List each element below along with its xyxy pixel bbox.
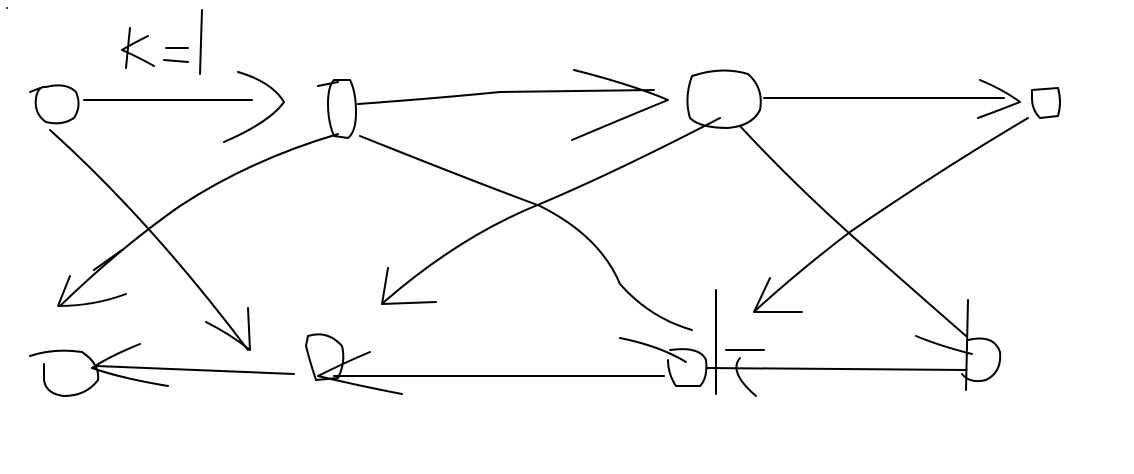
edge-top1-to-bottom2 [49,129,249,351]
node-bottom-2 [305,333,345,381]
edge-top2-to-bottom3 [359,135,693,331]
node-top-1 [29,84,80,125]
arrowhead-top3 [571,69,669,141]
node-top-2 [317,79,357,139]
arrowhead-bottom1-from-top2-mark [93,249,123,271]
node-bottom-1 [29,349,100,397]
arrowhead-bottom3-from-top2-curve [619,337,687,363]
node-bottom-4 [961,337,1002,383]
arrowhead-bottom3-from-top4 [753,277,803,313]
arrowhead-bottom2 [317,351,403,395]
node-top-4 [1031,87,1061,119]
edge-bottom3-to-bottom4 [705,367,967,371]
arrowhead-bottom1 [91,343,169,387]
edge-top2-to-top3 [357,89,655,105]
edge-top3-to-bottom4 [739,125,967,337]
arrowhead-bottom4 [915,335,973,355]
arrowhead-bottom4-from-top3 [965,299,969,391]
stray-dot [6,7,8,9]
arrowhead-top2 [223,71,285,143]
arrowhead-bottom1-from-top2 [57,275,127,307]
node-top-3 [686,69,762,129]
edge-top3-to-bottom-mid [383,117,721,303]
edge-top2-to-bottom1 [59,133,339,307]
edge-top4-to-bottom3 [755,117,1029,311]
label-k-equals-1 [121,9,203,75]
arrowhead-bottom2-from-top1 [205,307,251,351]
arrowhead-bottom3-tail [735,357,757,397]
node-bottom-3 [667,348,708,387]
arrowhead-top4 [977,79,1021,119]
arrowhead-bottom-mid [381,267,437,305]
edge-bottom2-to-bottom1 [95,365,295,375]
